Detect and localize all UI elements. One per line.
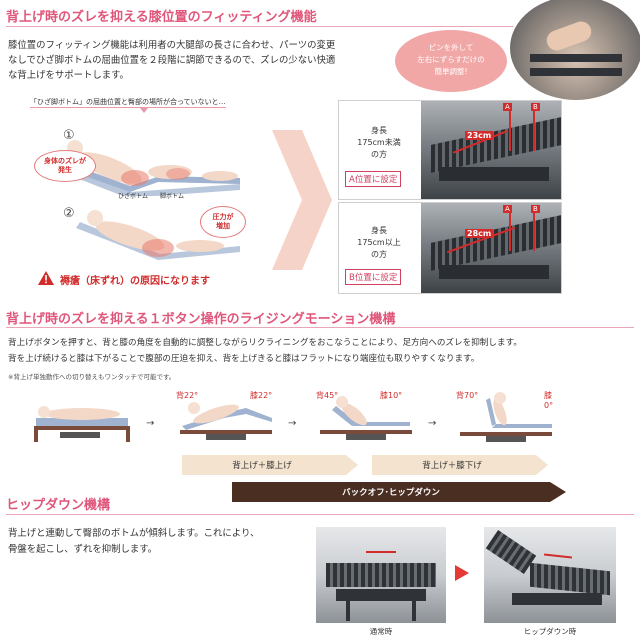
section3-title: ヒップダウン機構 (6, 498, 111, 513)
section1-body-line2: なしでひざ脚ボトムの屈曲位置を２段階に調節できるので、ズレの少ない快適 (8, 55, 336, 66)
section2-title: 背上げ時のズレを抑える１ボタン操作のライジングモーション機構 (6, 312, 396, 327)
bubble-line2: 左右にずらすだけの (417, 55, 485, 64)
zure-label: 身体のズレが 発生 (34, 150, 96, 182)
stage-4: 背70° 膝0° (456, 391, 556, 444)
section3-body-line1: 背上げと連動して臀部のボトムが傾斜します。これにより、 (8, 528, 260, 539)
kyaku-label: 脚ボトム (160, 193, 185, 200)
caption-pointer (140, 108, 148, 113)
bed-illustration-2 (76, 210, 240, 260)
stage-3-back-angle: 背45° (316, 391, 339, 400)
panel-b-height-line1: 身長 (371, 226, 387, 235)
section1-body-line3: な背上げをサポートします。 (8, 70, 129, 81)
panel-a-mark-a: A (503, 103, 512, 111)
stage-4-knee-angle: 膝0° (544, 391, 554, 410)
panel-a-setting: A位置に設定 (345, 171, 402, 187)
bubble-line3: 簡単調整! (434, 67, 468, 76)
section3-body-line2: 骨盤を起こし、ずれを抑制します。 (8, 544, 158, 555)
panel-a-height-line1: 身長 (371, 126, 387, 135)
stage-3-knee-angle: 膝10° (380, 391, 403, 400)
panel-a-measure: 23cm (465, 131, 494, 140)
normal-photo (316, 527, 446, 623)
panel-b-measure: 28cm (465, 229, 494, 238)
step2-number: ② (63, 206, 75, 221)
section2-body-line2: 背を上げ続けると膝は下がることで腹部の圧迫を抑え、背を上げきると膝はフラットにな… (8, 354, 480, 364)
section2-note: ※背上げ単独動作への切り替えもワンタッチで可能です。 (8, 373, 176, 381)
stage-1 (30, 392, 134, 444)
panel-b: 身長 175cm以上 の方 B位置に設定 A B 28cm (338, 202, 562, 294)
instruction-bubble: ピンを外して 左右にずらすだけの 簡単調整! (395, 30, 507, 92)
pressure-label: 圧力が 増加 (200, 206, 246, 238)
section1-divider (6, 26, 634, 27)
panel-a-mark-b: B (531, 103, 540, 111)
panel-b-mark-b: B (531, 205, 540, 213)
stage-4-bed (460, 392, 552, 442)
panel-b-photo: A B 28cm (421, 203, 561, 293)
stage-4-back-angle: 背70° (456, 391, 479, 400)
section2-divider (6, 327, 634, 328)
stage-2-knee-angle: 膝22° (250, 391, 273, 400)
panel-b-mark-a: A (503, 205, 512, 213)
band1-arrow (182, 455, 358, 475)
band3-arrow (232, 482, 566, 502)
panel-a-photo: A B 23cm (421, 101, 561, 199)
zure-label-line2: 発生 (58, 166, 72, 174)
normal-caption: 通常時 (369, 627, 393, 636)
warning-icon (38, 271, 54, 285)
panel-a-height-line3: の方 (371, 150, 387, 159)
panel-b-setting: B位置に設定 (345, 269, 402, 285)
panel-a: 身長 175cm未満 の方 A位置に設定 A B 23cm (338, 100, 562, 200)
stage-2-back-angle: 背22° (176, 391, 199, 400)
transition-chevron (272, 130, 332, 270)
band2-label: 背上げ＋膝下げ (422, 461, 482, 471)
warning-text: 褥瘡（床ずれ）の原因になります (60, 276, 210, 287)
fitting-caption: 「ひざ脚ボトム」の屈曲位置と臀部の場所が合っていないと… (30, 98, 226, 108)
hipdown-caption: ヒップダウン時 (523, 627, 577, 636)
pressure-label-line2: 増加 (216, 222, 230, 230)
panel-a-height-line2: 175cm未満 (357, 138, 401, 147)
section2-body-line1: 背上げボタンを押すと、背と膝の角度を自動的に調整しながらリクライニングをおこなう… (8, 338, 522, 348)
panel-b-height-line2: 175cm以上 (357, 238, 401, 247)
pressure-label-line1: 圧力が (212, 213, 234, 221)
stage-3: 背45° 膝10° (316, 391, 416, 444)
section3-divider (6, 514, 634, 515)
band1-label: 背上げ＋膝上げ (232, 461, 292, 471)
step1-number: ① (63, 128, 75, 143)
stage-1-bed (34, 406, 130, 442)
panel-b-height-line3: の方 (371, 250, 387, 259)
hipdown-photo (484, 527, 616, 623)
stage-2-bed (180, 402, 272, 440)
band3-label: バックオフ･ヒップダウン (342, 488, 440, 498)
stage-arrow-3: → (428, 418, 437, 429)
adjustment-photo (508, 0, 640, 102)
stage-2: 背22° 膝22° (176, 391, 276, 444)
hiza-label: ひざボトム (118, 193, 149, 200)
section1-title: 背上げ時のズレを抑える膝位置のフィッティング機能 (6, 10, 317, 25)
hipdown-transition-arrow (455, 565, 469, 581)
bubble-line1: ピンを外して (428, 43, 474, 52)
zure-label-line1: 身体のズレが (44, 157, 86, 165)
section1-body-line1: 膝位置のフィッティング機能は利用者の大腿部の長さに合わせ、パーツの変更 (8, 40, 336, 51)
stage-3-bed (320, 396, 412, 440)
stage-arrow-2: → (288, 418, 297, 429)
band2-arrow (372, 455, 548, 475)
stage-arrow-1: → (146, 418, 155, 429)
